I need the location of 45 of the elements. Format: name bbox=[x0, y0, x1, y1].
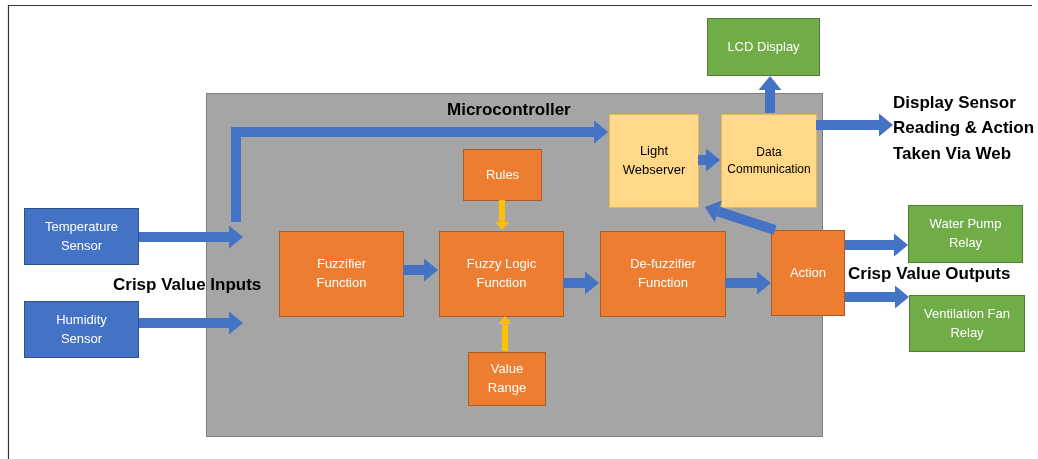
process-box bbox=[463, 149, 542, 201]
panel-heading: Microcontroller bbox=[447, 99, 571, 121]
block-arrow bbox=[563, 271, 599, 295]
sensor-box bbox=[24, 301, 139, 358]
box-label: Rules bbox=[485, 165, 520, 184]
block-arrow bbox=[816, 113, 893, 137]
box-label: De-fuzzifier Function bbox=[629, 255, 697, 292]
process-box bbox=[600, 231, 726, 317]
process-box bbox=[721, 114, 817, 208]
box-label: Ventilation Fan Relay bbox=[924, 304, 1010, 342]
box-label: Data Communication bbox=[726, 143, 812, 178]
sensor-box bbox=[24, 208, 139, 265]
output-box bbox=[909, 295, 1025, 352]
microcontroller-panel bbox=[206, 93, 823, 437]
block-arrow bbox=[758, 76, 782, 113]
block-arrow bbox=[698, 148, 720, 172]
block-arrow bbox=[139, 311, 243, 335]
block-arrow bbox=[705, 200, 777, 235]
group-label: Crisp Value Inputs bbox=[113, 275, 262, 295]
box-label: LCD Display bbox=[727, 37, 800, 56]
process-box bbox=[609, 114, 699, 208]
block-arrow bbox=[845, 285, 909, 309]
block-arrow bbox=[139, 225, 243, 249]
process-box bbox=[279, 231, 404, 317]
box-label: Action bbox=[789, 263, 827, 282]
block-arrow bbox=[498, 316, 512, 351]
output-box bbox=[908, 205, 1023, 263]
block-arrow bbox=[403, 258, 438, 282]
process-box bbox=[771, 230, 845, 316]
block-arrow bbox=[725, 271, 771, 295]
output-box bbox=[707, 18, 820, 76]
box-label: Fuzzy Logic Function bbox=[465, 255, 538, 292]
box-label: Value Range bbox=[486, 360, 528, 397]
box-label: Water Pump Relay bbox=[928, 215, 1003, 252]
box-label: Temperature Sensor bbox=[44, 217, 119, 255]
box-label: Display Sensor Reading & Action Taken Via Web bbox=[893, 91, 1035, 165]
box-label: Light Webserver bbox=[621, 142, 687, 179]
group-label: Crisp Value Outputs bbox=[848, 264, 1011, 284]
process-box bbox=[439, 231, 564, 317]
box-label: Fuzzifier Function bbox=[315, 255, 368, 292]
box-label: Humidity Sensor bbox=[55, 310, 108, 348]
block-arrow bbox=[495, 200, 509, 230]
block-arrow bbox=[845, 233, 908, 257]
process-box bbox=[468, 352, 546, 406]
block-arrow bbox=[231, 120, 608, 222]
